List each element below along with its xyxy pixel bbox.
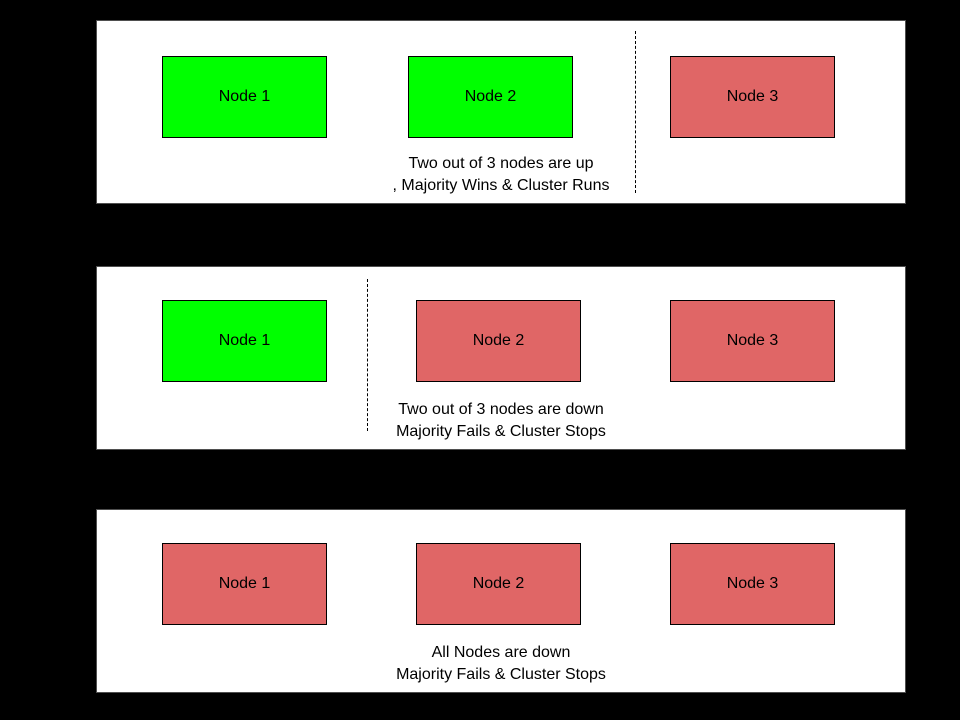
node-box-2: Node 2 — [416, 300, 581, 382]
node-box-2: Node 2 — [408, 56, 573, 138]
scenario-caption: All Nodes are down Majority Fails & Clus… — [97, 642, 905, 686]
node-box-2: Node 2 — [416, 543, 581, 625]
caption-line-2: Majority Fails & Cluster Stops — [396, 666, 606, 683]
scenario-panel-all-down: Node 1 Node 2 Node 3 All Nodes are down … — [96, 509, 906, 693]
node-label: Node 2 — [464, 88, 517, 105]
node-label: Node 1 — [218, 88, 271, 105]
scenario-panel-majority-down: Node 1 Node 2 Node 3 Two out of 3 nodes … — [96, 266, 906, 450]
node-box-1: Node 1 — [162, 56, 327, 138]
node-box-1: Node 1 — [162, 300, 327, 382]
caption-line-1: All Nodes are down — [431, 644, 571, 661]
node-label: Node 3 — [726, 575, 779, 592]
node-box-3: Node 3 — [670, 300, 835, 382]
scenario-panel-majority-up: Node 1 Node 2 Node 3 Two out of 3 nodes … — [96, 20, 906, 204]
node-label: Node 1 — [218, 332, 271, 349]
node-box-3: Node 3 — [670, 56, 835, 138]
scenario-caption: Two out of 3 nodes are up , Majority Win… — [97, 153, 905, 197]
node-label: Node 3 — [726, 332, 779, 349]
partition-divider-dashed-line — [635, 31, 636, 193]
caption-line-2: Majority Fails & Cluster Stops — [396, 423, 606, 440]
node-box-1: Node 1 — [162, 543, 327, 625]
caption-line-1: Two out of 3 nodes are up — [408, 155, 594, 172]
node-box-3: Node 3 — [670, 543, 835, 625]
scenario-caption: Two out of 3 nodes are down Majority Fai… — [97, 399, 905, 443]
node-label: Node 1 — [218, 575, 271, 592]
node-label: Node 2 — [472, 575, 525, 592]
partition-divider-dashed-line — [367, 279, 368, 431]
node-label: Node 3 — [726, 88, 779, 105]
node-label: Node 2 — [472, 332, 525, 349]
caption-line-1: Two out of 3 nodes are down — [398, 401, 604, 418]
caption-line-2: , Majority Wins & Cluster Runs — [392, 177, 610, 194]
